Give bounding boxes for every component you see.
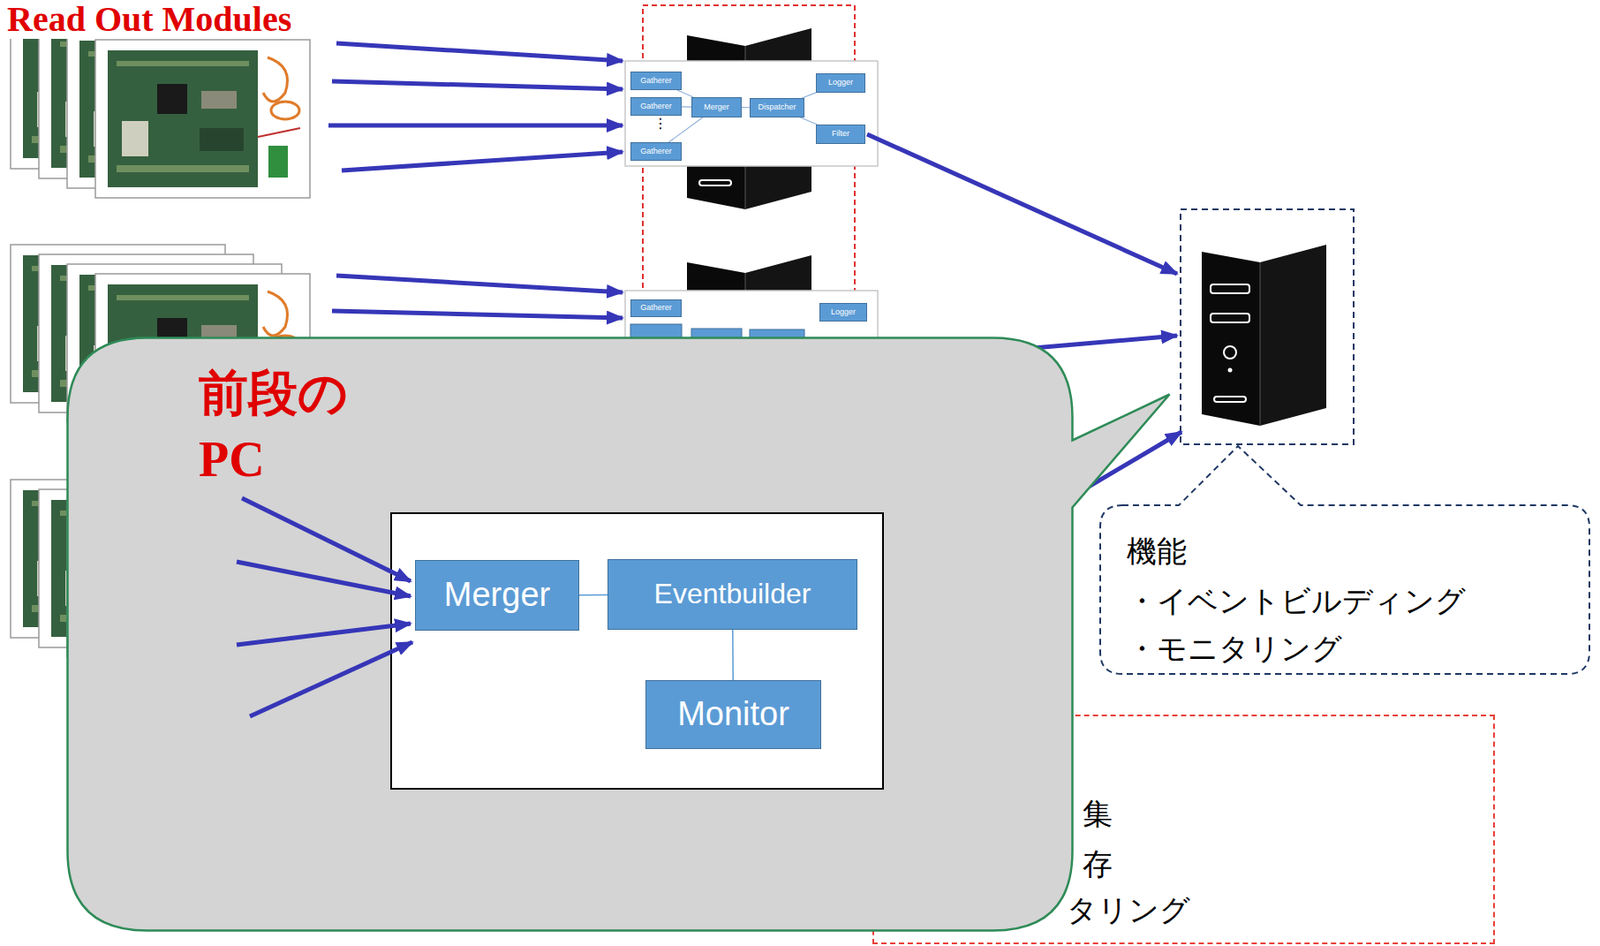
drawn-line — [341, 151, 623, 171]
node-text: Monitor — [677, 695, 790, 733]
drawn-line — [236, 561, 411, 597]
callout-bubble-shape — [67, 338, 1170, 931]
process-box: Gatherer — [630, 71, 682, 91]
connector-layer — [66, 336, 1179, 934]
process-box: Merger — [415, 559, 580, 631]
node-text: ・イベントビルディング — [1126, 582, 1466, 619]
drawn-g — [67, 338, 1170, 931]
node-text: Dispatcher — [757, 103, 796, 113]
connector-line — [681, 105, 692, 107]
node-text: Eventbuilder — [654, 578, 812, 610]
process-box: Gatherer — [630, 97, 682, 116]
node-text: タリング — [1066, 891, 1191, 928]
software-panel — [391, 513, 884, 789]
process-box: Gatherer — [630, 142, 682, 161]
node-text: 集 — [1082, 795, 1113, 831]
drawn-line — [332, 81, 623, 90]
drawn-line — [236, 623, 411, 645]
connector-line — [668, 117, 702, 143]
software-panel — [625, 60, 878, 167]
node-text: 前段の PC — [198, 360, 358, 493]
process-box: Filter — [815, 124, 866, 144]
drawn-line — [336, 275, 623, 293]
process-box: Merger — [691, 97, 742, 118]
drawn-line — [249, 641, 413, 717]
connector-line — [741, 106, 750, 108]
data-flow-arrows — [236, 498, 413, 717]
note-callout: 機能・イベントビルディング・モニタリング — [1100, 505, 1590, 674]
node-text: Logger — [828, 78, 853, 88]
process-box: Gatherer — [630, 299, 682, 317]
drawn-g — [1100, 445, 1590, 674]
ellipsis-mark: ⋮ — [653, 115, 668, 132]
node-text: Merger — [444, 576, 551, 614]
process-box: Dispatcher — [749, 98, 805, 118]
process-box: Logger — [815, 73, 866, 93]
process-box: Eventbuilder — [607, 558, 858, 630]
node-text: Filter — [831, 129, 850, 139]
note-callout-shape — [1100, 445, 1590, 674]
backend-pc-frame — [1180, 209, 1354, 445]
node-text: Gatherer — [640, 303, 672, 313]
node-text: 機能 — [1126, 533, 1187, 569]
connector-line — [732, 629, 734, 680]
node-text: Merger — [703, 103, 730, 113]
callout-bubble: 前段の PC Merger EventbuilderMonitor — [66, 336, 1179, 934]
drawn-line — [336, 43, 623, 61]
callout-art — [66, 336, 1179, 934]
connector-line — [677, 90, 694, 98]
connector-line — [800, 117, 817, 125]
drawn-line — [867, 134, 1178, 274]
node-text: ・モニタリング — [1126, 630, 1343, 666]
process-box: Monitor — [645, 679, 822, 749]
drawn-line — [332, 310, 623, 318]
node-text: 存 — [1082, 845, 1113, 882]
connector-line — [579, 594, 608, 597]
process-box: Logger — [819, 302, 868, 322]
drawn-line — [328, 123, 623, 129]
section-title: Read Out Modules — [3, 0, 295, 39]
node-text: Logger — [830, 308, 856, 317]
pc-tower — [1201, 244, 1327, 426]
node-text: Gatherer — [640, 102, 672, 112]
node-text: Gatherer — [640, 76, 672, 86]
node-text: Gatherer — [640, 147, 672, 157]
